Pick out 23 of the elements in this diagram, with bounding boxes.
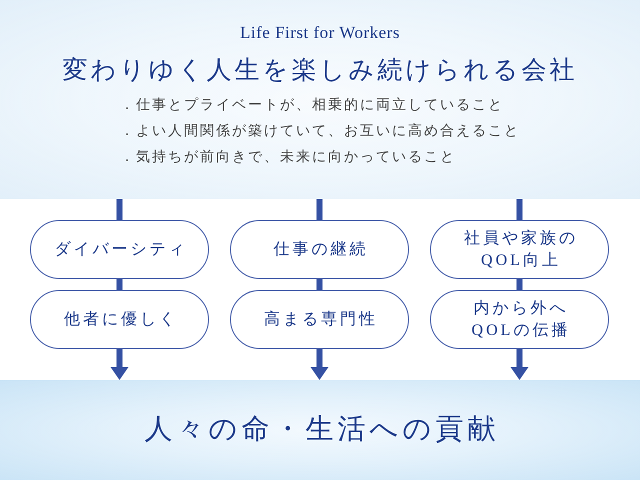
arrow <box>510 349 528 380</box>
main-heading: 変わりゆく人生を楽しみ続けられる会社 <box>62 56 578 86</box>
connector-line <box>116 199 122 220</box>
bullet-item: ．よい人間関係が築けていて、お互いに高め合えること <box>120 122 520 141</box>
node-label: 社員や家族のQOL向上 <box>463 228 579 270</box>
header-band <box>0 0 640 199</box>
connector-line <box>516 279 522 290</box>
node-label: 高まる専門性 <box>263 310 378 330</box>
arrow <box>110 349 128 380</box>
connector-line <box>316 279 322 290</box>
node-label: 内から外へQOLの伝播 <box>470 298 572 340</box>
result-heading: 人々の命・生活への貢献 <box>144 413 500 447</box>
connector-line <box>516 199 522 220</box>
connector-line <box>116 279 122 290</box>
result-band <box>0 380 640 480</box>
node-label: 仕事の継続 <box>272 240 368 260</box>
connector-line <box>316 199 322 220</box>
node-label: 他者に優しく <box>63 310 178 330</box>
node-label: ダイバーシティ <box>54 240 188 260</box>
bullet-item: ．気持ちが前向きで、未来に向かっていること <box>120 148 456 167</box>
bullet-item: ．仕事とプライベートが、相乗的に両立していること <box>120 96 504 115</box>
tagline: Life First for Workers <box>240 22 400 44</box>
arrow <box>310 349 328 380</box>
